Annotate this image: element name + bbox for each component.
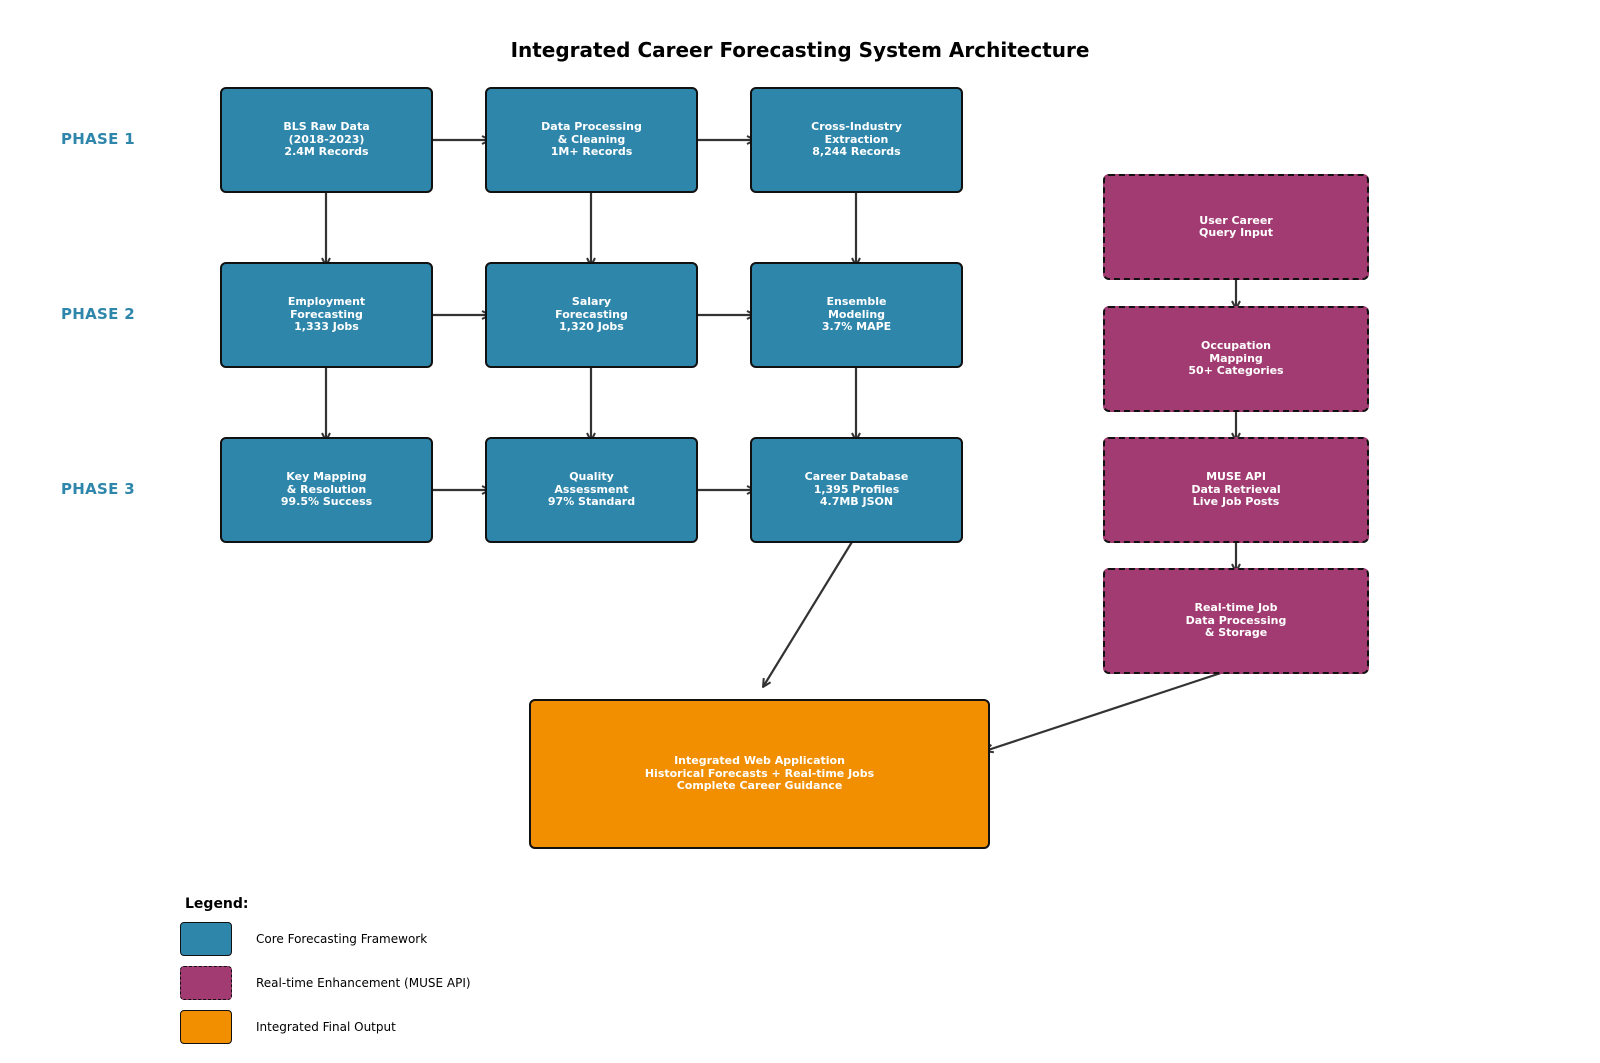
node-integrated-web-app: Integrated Web Application Historical Fo… bbox=[529, 699, 990, 849]
node-user-query-input: User Career Query Input bbox=[1103, 174, 1369, 280]
legend-label-realtime: Real-time Enhancement (MUSE API) bbox=[256, 976, 471, 990]
node-label: BLS Raw Data (2018-2023) 2.4M Records bbox=[283, 120, 370, 159]
node-label: Employment Forecasting 1,333 Jobs bbox=[287, 295, 366, 334]
node-label: Data Processing & Cleaning 1M+ Records bbox=[541, 120, 642, 159]
node-label: Salary Forecasting 1,320 Jobs bbox=[555, 295, 628, 334]
diagram-title: Integrated Career Forecasting System Arc… bbox=[510, 38, 1090, 62]
node-career-database: Career Database 1,395 Profiles 4.7MB JSO… bbox=[750, 437, 963, 543]
legend-swatch-core bbox=[180, 922, 232, 956]
phase-3-label: PHASE 3 bbox=[61, 480, 135, 498]
node-label: Real-time Job Data Processing & Storage bbox=[1185, 601, 1287, 640]
legend-label-final: Integrated Final Output bbox=[256, 1020, 396, 1034]
node-data-processing: Data Processing & Cleaning 1M+ Records bbox=[485, 87, 698, 193]
node-label: Career Database 1,395 Profiles 4.7MB JSO… bbox=[804, 470, 909, 509]
node-label: Cross-Industry Extraction 8,244 Records bbox=[811, 120, 902, 159]
node-realtime-processing: Real-time Job Data Processing & Storage bbox=[1103, 568, 1369, 674]
node-label: Occupation Mapping 50+ Categories bbox=[1188, 339, 1284, 378]
node-employment-forecasting: Employment Forecasting 1,333 Jobs bbox=[220, 262, 433, 368]
arrow-db-final bbox=[763, 536, 856, 687]
node-label: Quality Assessment 97% Standard bbox=[547, 470, 636, 509]
node-ensemble-modeling: Ensemble Modeling 3.7% MAPE bbox=[750, 262, 963, 368]
node-label: User Career Query Input bbox=[1199, 213, 1273, 239]
legend-title: Legend: bbox=[185, 896, 249, 912]
node-bls-raw-data: BLS Raw Data (2018-2023) 2.4M Records bbox=[220, 87, 433, 193]
arrow-rt-final bbox=[985, 666, 1237, 751]
node-cross-industry-extraction: Cross-Industry Extraction 8,244 Records bbox=[750, 87, 963, 193]
legend-swatch-final bbox=[180, 1010, 232, 1044]
node-label: Key Mapping & Resolution 99.5% Success bbox=[280, 470, 373, 509]
node-quality-assessment: Quality Assessment 97% Standard bbox=[485, 437, 698, 543]
node-salary-forecasting: Salary Forecasting 1,320 Jobs bbox=[485, 262, 698, 368]
node-occupation-mapping: Occupation Mapping 50+ Categories bbox=[1103, 306, 1369, 412]
node-label: Ensemble Modeling 3.7% MAPE bbox=[821, 295, 892, 334]
phase-2-label: PHASE 2 bbox=[61, 305, 135, 323]
phase-1-label: PHASE 1 bbox=[61, 130, 135, 148]
legend-swatch-realtime bbox=[180, 966, 232, 1000]
node-label: Integrated Web Application Historical Fo… bbox=[644, 754, 875, 793]
node-label: MUSE API Data Retrieval Live Job Posts bbox=[1191, 470, 1281, 509]
node-muse-api: MUSE API Data Retrieval Live Job Posts bbox=[1103, 437, 1369, 543]
legend-label-core: Core Forecasting Framework bbox=[256, 932, 428, 946]
node-key-mapping: Key Mapping & Resolution 99.5% Success bbox=[220, 437, 433, 543]
